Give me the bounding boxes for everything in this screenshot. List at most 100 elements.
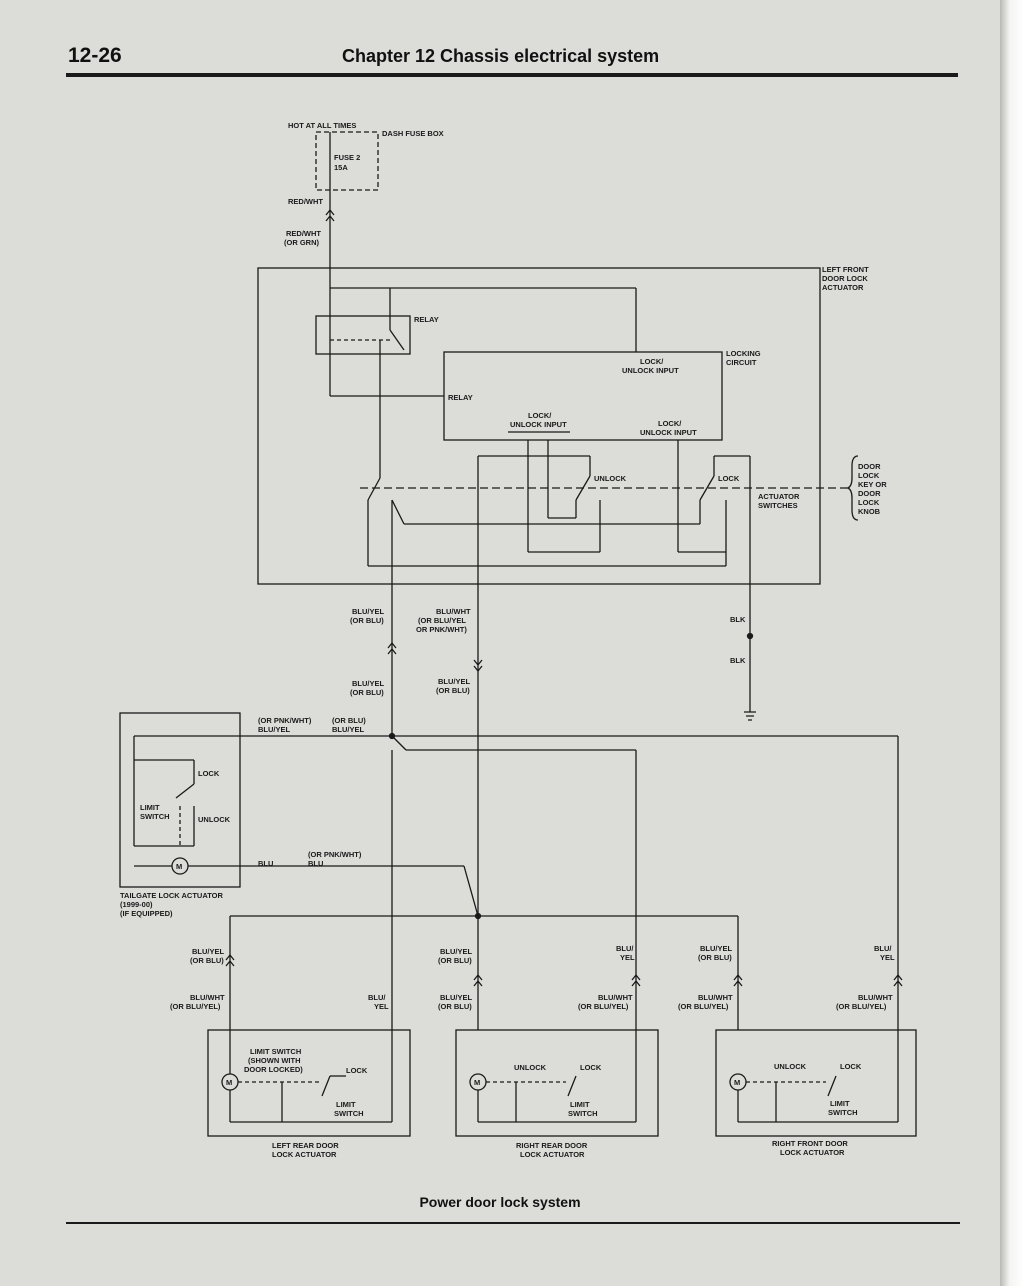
lr-ls-label: SWITCH	[334, 1109, 364, 1118]
tg-unlock-label: UNLOCK	[198, 815, 231, 824]
relay-label: RELAY	[448, 393, 473, 402]
wire-label: (OR BLU)	[190, 956, 224, 965]
ground-symbol	[744, 711, 756, 721]
wire-label: BLU/YEL	[438, 677, 471, 686]
wire-label: BLU	[308, 859, 323, 868]
connector-b	[473, 659, 483, 673]
wire-label: (OR BLU/YEL)	[578, 1002, 629, 1011]
tailgate-label: (IF EQUIPPED)	[120, 909, 173, 918]
input-label: LOCK/	[528, 411, 552, 420]
fuse-rating: 15A	[334, 163, 348, 172]
lr-name: LEFT REAR DOOR	[272, 1141, 339, 1150]
rf-ls-label: LIMIT	[830, 1099, 850, 1108]
manual-page	[0, 0, 1000, 1286]
lr-motor-label: M	[226, 1078, 232, 1087]
connector-symbol	[325, 208, 335, 222]
wire-label: YEL	[880, 953, 895, 962]
wire-label: BLU/YEL	[352, 679, 385, 688]
wire-label: BLU/YEL	[332, 725, 365, 734]
lr-ls-label: LIMIT	[336, 1100, 356, 1109]
wire-label: BLK	[730, 656, 746, 665]
wire-label: (OR BLU)	[350, 616, 384, 625]
wire-label: (OR BLU)	[332, 716, 366, 725]
rf-unlock-label: UNLOCK	[774, 1062, 807, 1071]
wire-label: RED/WHT	[286, 229, 321, 238]
lr-note: DOOR LOCKED)	[244, 1065, 303, 1074]
rr-lock-label: LOCK	[580, 1063, 602, 1072]
wire-label: OR PNK/WHT)	[416, 625, 467, 634]
wire-label: (OR BLU/YEL	[418, 616, 466, 625]
conn-rf2	[893, 973, 903, 987]
wire-label: (OR BLU)	[438, 1002, 472, 1011]
wire-label: (OR PNK/WHT)	[308, 850, 362, 859]
locking-label: CIRCUIT	[726, 358, 757, 367]
wire-label: (OR BLU)	[350, 688, 384, 697]
wire-label: BLU/	[874, 944, 892, 953]
wire-label: BLU	[258, 859, 273, 868]
input-label: LOCK/	[640, 357, 664, 366]
wire-label: (OR GRN)	[284, 238, 319, 247]
wire-label: BLU/YEL	[258, 725, 291, 734]
wire-label: BLU/WHT	[598, 993, 633, 1002]
wire-label: (OR BLU/YEL)	[836, 1002, 887, 1011]
wire-label: BLU/YEL	[192, 947, 225, 956]
splice-dot	[746, 632, 754, 640]
hot-label: HOT AT ALL TIMES	[288, 121, 356, 130]
lf-label: ACTUATOR	[822, 283, 864, 292]
tailgate-label: (1999-00)	[120, 900, 153, 909]
right-front-actuator-box	[715, 1029, 917, 1137]
lr-switch	[321, 1075, 331, 1097]
dash-fuse-box	[315, 131, 379, 191]
tg-lock-label: LOCK	[198, 769, 220, 778]
tailgate-box	[119, 712, 241, 888]
input-label: LOCK/	[658, 419, 682, 428]
knob-label: KNOB	[858, 507, 881, 516]
rf-lock-label: LOCK	[840, 1062, 862, 1071]
relay-contact	[389, 329, 405, 351]
input-label: UNLOCK INPUT	[622, 366, 679, 375]
lr-note: (SHOWN WITH	[248, 1056, 301, 1065]
switches-label: ACTUATOR	[758, 492, 800, 501]
conn-rr	[473, 973, 483, 987]
lock-label: LOCK	[718, 474, 740, 483]
wire-label: YEL	[620, 953, 635, 962]
rr-unlock-label: UNLOCK	[514, 1063, 547, 1072]
rf-name: RIGHT FRONT DOOR	[772, 1139, 848, 1148]
wire-label: BLU/YEL	[700, 944, 733, 953]
wire-label: BLU/YEL	[440, 947, 473, 956]
chapter-title: Chapter 12 Chassis electrical system	[342, 46, 660, 66]
conn-lr	[225, 953, 235, 967]
rf-motor-label: M	[734, 1078, 740, 1087]
relay-label: RELAY	[414, 315, 439, 324]
tg-limit-label: LIMIT	[140, 803, 160, 812]
wire-label: BLU/YEL	[440, 993, 473, 1002]
knob-label: LOCK	[858, 498, 880, 507]
input-label: UNLOCK INPUT	[510, 420, 567, 429]
wire-label: BLU/WHT	[858, 993, 893, 1002]
knob-label: LOCK	[858, 471, 880, 480]
relay-switch-blade	[367, 477, 381, 501]
rr-switch	[567, 1075, 577, 1097]
wire-label: (OR PNK/WHT)	[258, 716, 312, 725]
lr-name: LOCK ACTUATOR	[272, 1150, 337, 1159]
rr-motor-label: M	[474, 1078, 480, 1087]
wiring-diagram: M M M M HOT AT ALL TIMES DASH FUSE BOX F…	[119, 121, 917, 1159]
footer-rule	[66, 1222, 960, 1224]
rr-name: LOCK ACTUATOR	[520, 1150, 585, 1159]
switch-return	[391, 499, 405, 525]
connector-a	[387, 641, 397, 655]
wire-label: (OR BLU/YEL)	[678, 1002, 729, 1011]
wire-label: BLU/	[368, 993, 386, 1002]
wire-label: (OR BLU)	[438, 956, 472, 965]
lf-label: LEFT FRONT	[822, 265, 869, 274]
knob-label: DOOR	[858, 489, 881, 498]
wire-label: YEL	[374, 1002, 389, 1011]
tg-switch	[175, 783, 195, 799]
wire-label: BLK	[730, 615, 746, 624]
switches-label: SWITCHES	[758, 501, 798, 510]
tg-diag	[463, 865, 479, 917]
conn-rr2	[631, 973, 641, 987]
tailgate-label: TAILGATE LOCK ACTUATOR	[120, 891, 223, 900]
header-rule	[66, 73, 958, 77]
relay-box	[315, 315, 411, 355]
